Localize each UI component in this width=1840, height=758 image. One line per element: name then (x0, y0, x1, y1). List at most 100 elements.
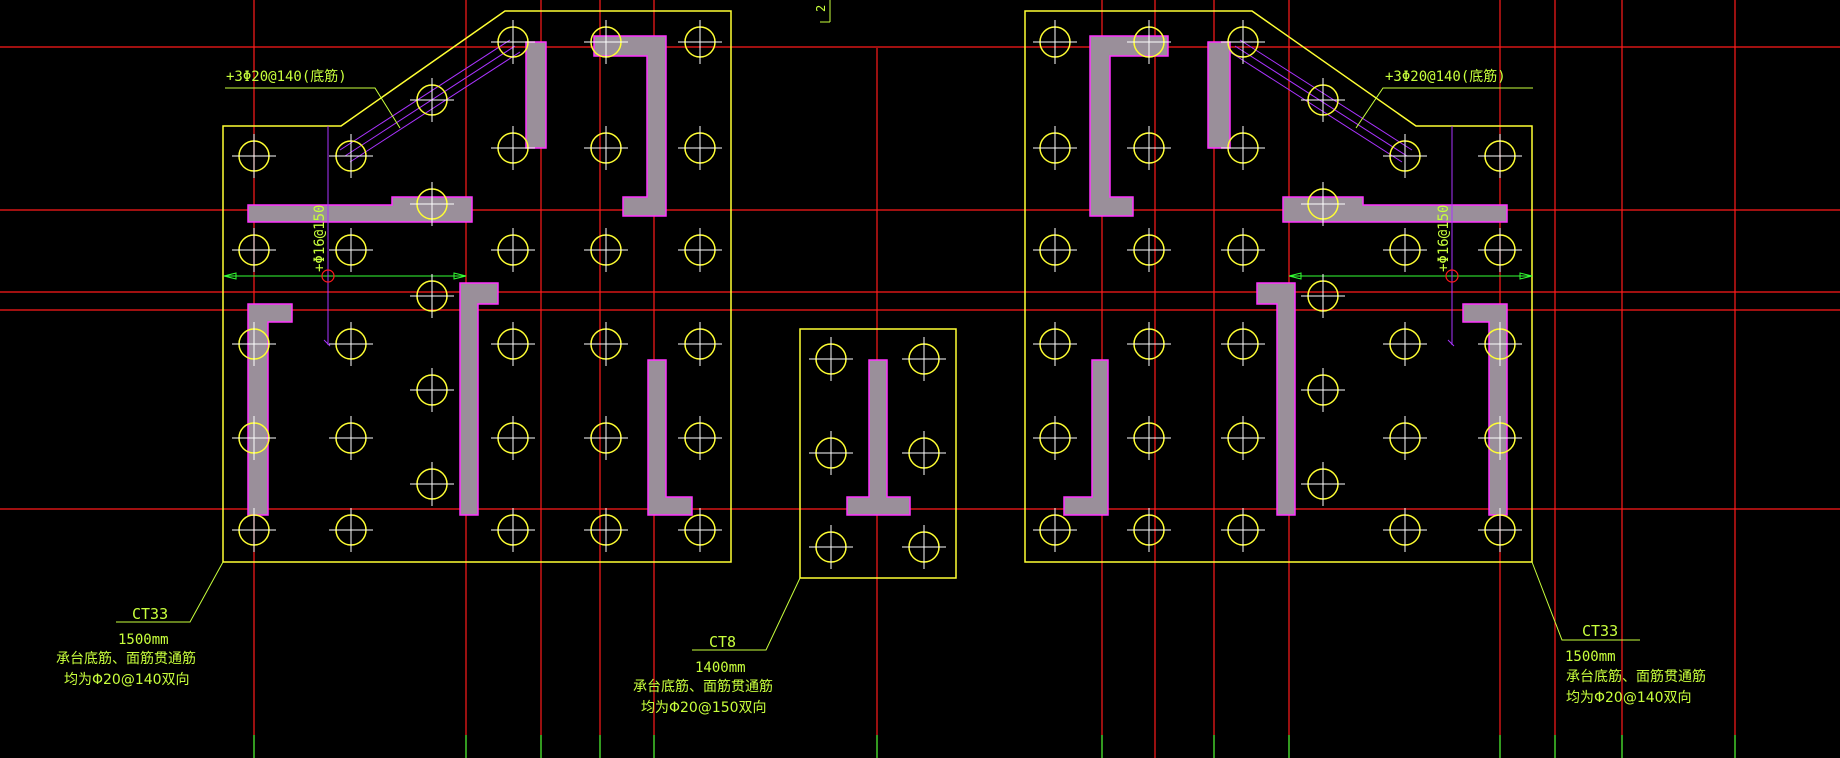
pile-symbol (1478, 416, 1522, 460)
pile-symbol (491, 416, 535, 460)
cap-right-thickness: 1500mm (1565, 649, 1616, 665)
pile-symbol (410, 368, 454, 412)
pile-symbol (1383, 322, 1427, 366)
pile-symbol (491, 322, 535, 366)
pile-symbol (1033, 508, 1077, 552)
pile-symbol (232, 228, 276, 272)
pile-symbol (678, 20, 722, 64)
pile-symbol (1478, 322, 1522, 366)
pile-symbol (329, 508, 373, 552)
pile-symbol (678, 508, 722, 552)
cap-left-vertical-bar-label: +Φ16@150 (312, 205, 328, 272)
pile-symbol (1383, 134, 1427, 178)
cap-center-note-line2: 均为Φ20@150双向 (641, 700, 767, 716)
cap-right-outline (1024, 10, 1533, 563)
pile-symbol (410, 182, 454, 226)
pile-symbol (1301, 274, 1345, 318)
pile-symbol (584, 20, 628, 64)
pile-symbol (410, 274, 454, 318)
pile-symbol (1301, 78, 1345, 122)
pile-symbol (584, 322, 628, 366)
pile-symbol (678, 126, 722, 170)
cap-right-id-leader (1531, 561, 1640, 641)
cap-left-diagonal-bars (339, 39, 521, 163)
pile-symbol (491, 228, 535, 272)
pile-symbol (1033, 20, 1077, 64)
pile-symbol (1127, 416, 1171, 460)
pile-symbol (1478, 228, 1522, 272)
cap-right-extra-bar-leader (1355, 87, 1533, 129)
pile-symbol (1033, 228, 1077, 272)
pile-symbol (1221, 508, 1265, 552)
cap-right-diagonal-bars (1229, 39, 1413, 163)
pile-symbol (1033, 126, 1077, 170)
pile-symbol (329, 416, 373, 460)
pile-symbol (584, 126, 628, 170)
pile-cap-left[interactable]: +Φ16@150 +3Φ20@140(底筋) CT33 1500mm 承台底筋、… (56, 10, 732, 688)
pile-symbol (1478, 508, 1522, 552)
pile-cap-right[interactable]: +Φ16@150 +3Φ20@140(底筋) CT33 1500mm 承台底筋、… (1024, 10, 1706, 706)
pile-symbol (1127, 322, 1171, 366)
pile-symbol (678, 228, 722, 272)
pile-symbol (1221, 416, 1265, 460)
pile-symbol (678, 416, 722, 460)
axis-bottom-ticks (253, 735, 1736, 758)
pile-symbol (809, 525, 853, 569)
pile-symbol (1221, 20, 1265, 64)
cap-right-note-line2: 均为Φ20@140双向 (1566, 690, 1692, 706)
cap-left-id: CT33 (132, 605, 168, 623)
pile-symbol (902, 337, 946, 381)
cap-right-note-line1: 承台底筋、面筋贯通筋 (1566, 668, 1706, 685)
pile-symbol (1033, 322, 1077, 366)
pile-symbol (1221, 322, 1265, 366)
pile-symbol (329, 134, 373, 178)
cap-center-thickness: 1400mm (695, 660, 746, 676)
pile-symbol (1301, 182, 1345, 226)
pile-symbol (491, 508, 535, 552)
cap-center-id: CT8 (709, 633, 736, 651)
pile-symbol (902, 431, 946, 475)
pile-symbol (491, 126, 535, 170)
cap-left-extra-bar-leader (225, 87, 401, 129)
pile-symbol (1301, 368, 1345, 412)
cap-left-dimension: +Φ16@150 (223, 126, 467, 347)
cap-left-note-line1: 承台底筋、面筋贯通筋 (56, 650, 196, 667)
pile-symbol (232, 508, 276, 552)
pile-symbol (410, 462, 454, 506)
pile-symbol (1383, 416, 1427, 460)
cap-left-note-line2: 均为Φ20@140双向 (64, 672, 190, 688)
pile-symbol (584, 228, 628, 272)
cap-right-vertical-bar-label: +Φ16@150 (1436, 205, 1452, 272)
cap-center-note-line1: 承台底筋、面筋贯通筋 (633, 678, 773, 695)
pile-symbol (1301, 462, 1345, 506)
pile-symbol (410, 78, 454, 122)
pile-symbol (329, 228, 373, 272)
pile-cap-center[interactable]: CT8 1400mm 承台底筋、面筋贯通筋 均为Φ20@150双向 (633, 328, 957, 716)
cap-right-extra-bar-label: +3Φ20@140(底筋) (1385, 68, 1506, 85)
pile-symbol (809, 431, 853, 475)
cap-right-dimension: +Φ16@150 (1288, 126, 1533, 347)
cap-left-thickness: 1500mm (118, 632, 169, 648)
pile-symbol (1127, 126, 1171, 170)
pile-symbol (902, 525, 946, 569)
top-section-mark: 2 (814, 0, 831, 23)
pile-symbol (491, 20, 535, 64)
cap-left-id-leader (116, 561, 224, 623)
pile-symbol (1221, 228, 1265, 272)
cap-center-wall (846, 359, 911, 516)
pile-symbol (232, 322, 276, 366)
pile-symbol (232, 416, 276, 460)
pile-symbol (329, 322, 373, 366)
pile-symbol (1127, 20, 1171, 64)
top-mark-text: 2 (814, 5, 828, 12)
pile-symbol (1221, 126, 1265, 170)
pile-symbol (1127, 228, 1171, 272)
cap-center-outline (799, 328, 957, 579)
pile-symbol (1383, 228, 1427, 272)
pile-symbol (1033, 416, 1077, 460)
pile-symbol (1127, 508, 1171, 552)
pile-symbol (584, 416, 628, 460)
pile-symbol (232, 134, 276, 178)
cap-right-walls (1063, 35, 1508, 516)
